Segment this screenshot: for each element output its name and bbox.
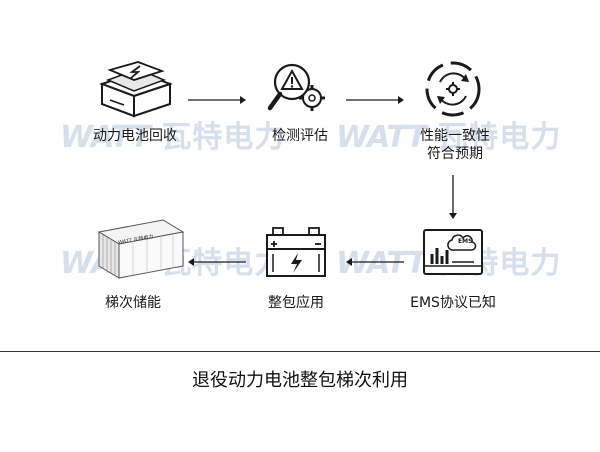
arrow-down — [449, 175, 457, 219]
divider-line — [0, 351, 600, 352]
battery-pack-icon — [99, 61, 173, 118]
step-label-consistency-line2: 符合预期 — [427, 146, 483, 162]
consistency-cycle-icon — [425, 61, 481, 117]
step-label-ems: EMS协议已知 — [410, 295, 496, 311]
ems-monitor-icon — [423, 229, 483, 275]
diagram-caption: 退役动力电池整包梯次利用 — [192, 370, 408, 391]
step-label-recycling: 动力电池回收 — [93, 128, 177, 144]
step-label-consistency: 性能一致性 符合预期 — [400, 127, 510, 163]
storage-container-icon — [97, 219, 185, 279]
arrow-left-2 — [188, 258, 246, 266]
step-label-inspection: 检测评估 — [272, 128, 328, 144]
arrow-right-2 — [346, 96, 404, 104]
battery-application-icon — [266, 227, 326, 277]
arrow-right-1 — [188, 96, 246, 104]
inspection-magnifier-icon — [267, 63, 325, 111]
ems-badge-text: EMS — [458, 238, 473, 245]
step-label-storage: 梯次储能 — [105, 295, 161, 311]
step-label-consistency-line1: 性能一致性 — [420, 128, 490, 144]
step-label-application: 整包应用 — [268, 295, 324, 311]
arrow-left-1 — [346, 258, 404, 266]
